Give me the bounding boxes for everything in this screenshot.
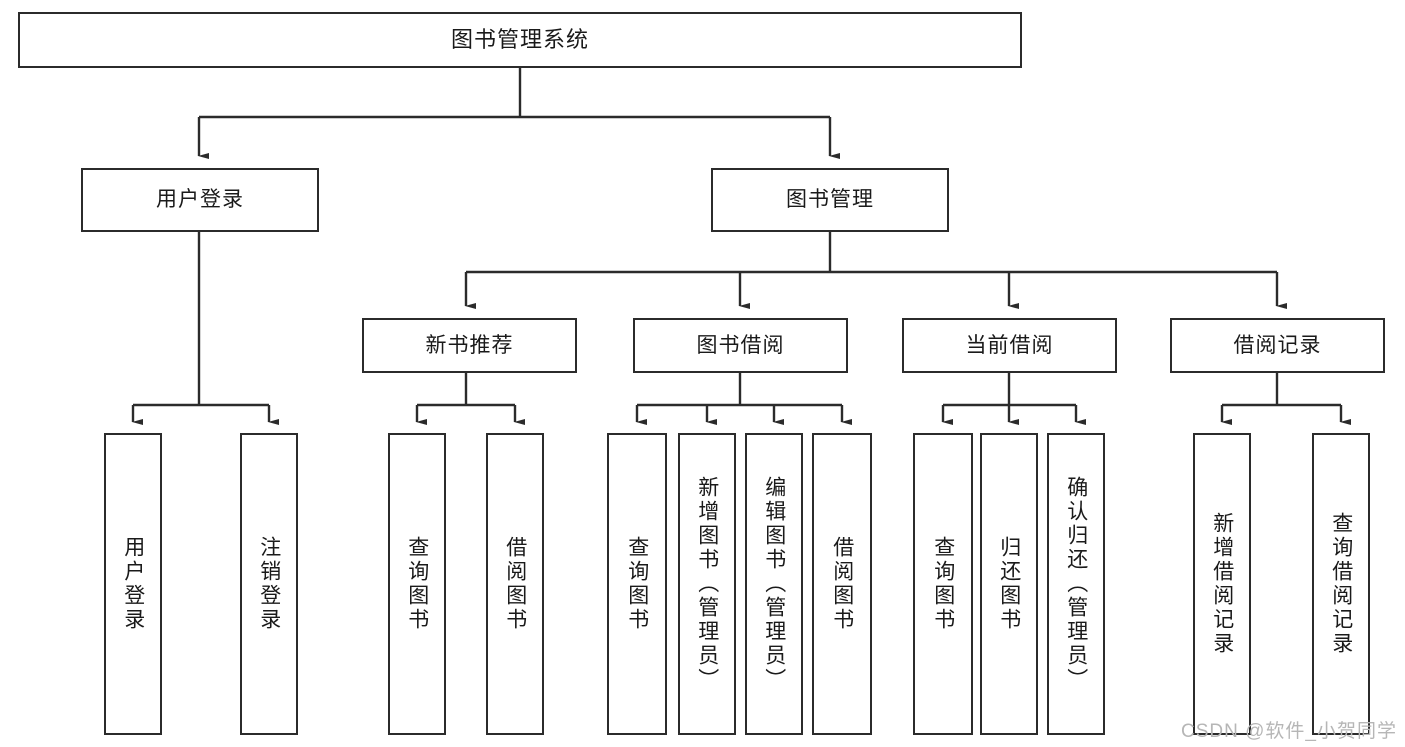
leaf-borrow-record-query-record[interactable]: 查询借阅记录 bbox=[1312, 433, 1370, 735]
node-root-book-management-system[interactable]: 图书管理系统 bbox=[18, 12, 1022, 68]
node-label: 图书管理系统 bbox=[450, 26, 589, 52]
leaf-user-login-logout[interactable]: 注销登录 bbox=[240, 433, 298, 735]
node-current-borrow[interactable]: 当前借阅 bbox=[902, 318, 1117, 373]
leaf-current-borrow-query-book[interactable]: 查询图书 bbox=[913, 433, 973, 735]
node-label: 确认归还（管理员） bbox=[1064, 476, 1088, 692]
node-book-borrow[interactable]: 图书借阅 bbox=[633, 318, 848, 373]
node-label: 借阅记录 bbox=[1233, 333, 1322, 357]
leaf-borrow-record-add-record[interactable]: 新增借阅记录 bbox=[1193, 433, 1251, 735]
node-label: 图书管理 bbox=[786, 188, 874, 212]
node-label: 新增借阅记录 bbox=[1210, 512, 1234, 656]
node-label: 用户登录 bbox=[121, 536, 145, 632]
node-label: 编辑图书（管理员） bbox=[762, 476, 786, 692]
node-label: 借阅图书 bbox=[830, 536, 854, 632]
node-label: 用户登录 bbox=[156, 188, 244, 212]
leaf-new-book-borrow-book[interactable]: 借阅图书 bbox=[486, 433, 544, 735]
node-label: 查询借阅记录 bbox=[1329, 512, 1353, 656]
leaf-current-borrow-return-book[interactable]: 归还图书 bbox=[980, 433, 1038, 735]
leaf-book-borrow-edit-book-admin[interactable]: 编辑图书（管理员） bbox=[745, 433, 803, 735]
leaf-book-borrow-query-book[interactable]: 查询图书 bbox=[607, 433, 667, 735]
node-label: 当前借阅 bbox=[965, 333, 1054, 357]
leaf-user-login-login[interactable]: 用户登录 bbox=[104, 433, 162, 735]
node-label: 新增图书（管理员） bbox=[695, 476, 719, 692]
leaf-book-borrow-add-book-admin[interactable]: 新增图书（管理员） bbox=[678, 433, 736, 735]
csdn-watermark: CSDN @软件_小贺同学 bbox=[1181, 721, 1397, 742]
leaf-book-borrow-borrow-book[interactable]: 借阅图书 bbox=[812, 433, 872, 735]
node-label: 注销登录 bbox=[257, 536, 281, 632]
node-label: 归还图书 bbox=[997, 536, 1021, 632]
node-label: 查询图书 bbox=[931, 536, 955, 632]
leaf-current-borrow-confirm-return-admin[interactable]: 确认归还（管理员） bbox=[1047, 433, 1105, 735]
node-new-book-recommend[interactable]: 新书推荐 bbox=[362, 318, 577, 373]
node-label: 借阅图书 bbox=[503, 536, 527, 632]
node-label: 新书推荐 bbox=[425, 333, 514, 357]
node-label: 图书借阅 bbox=[696, 333, 785, 357]
node-borrow-record[interactable]: 借阅记录 bbox=[1170, 318, 1385, 373]
leaf-new-book-query-book[interactable]: 查询图书 bbox=[388, 433, 446, 735]
node-book-management[interactable]: 图书管理 bbox=[711, 168, 949, 232]
node-label: 查询图书 bbox=[405, 536, 429, 632]
node-label: 查询图书 bbox=[625, 536, 649, 632]
node-user-login[interactable]: 用户登录 bbox=[81, 168, 319, 232]
